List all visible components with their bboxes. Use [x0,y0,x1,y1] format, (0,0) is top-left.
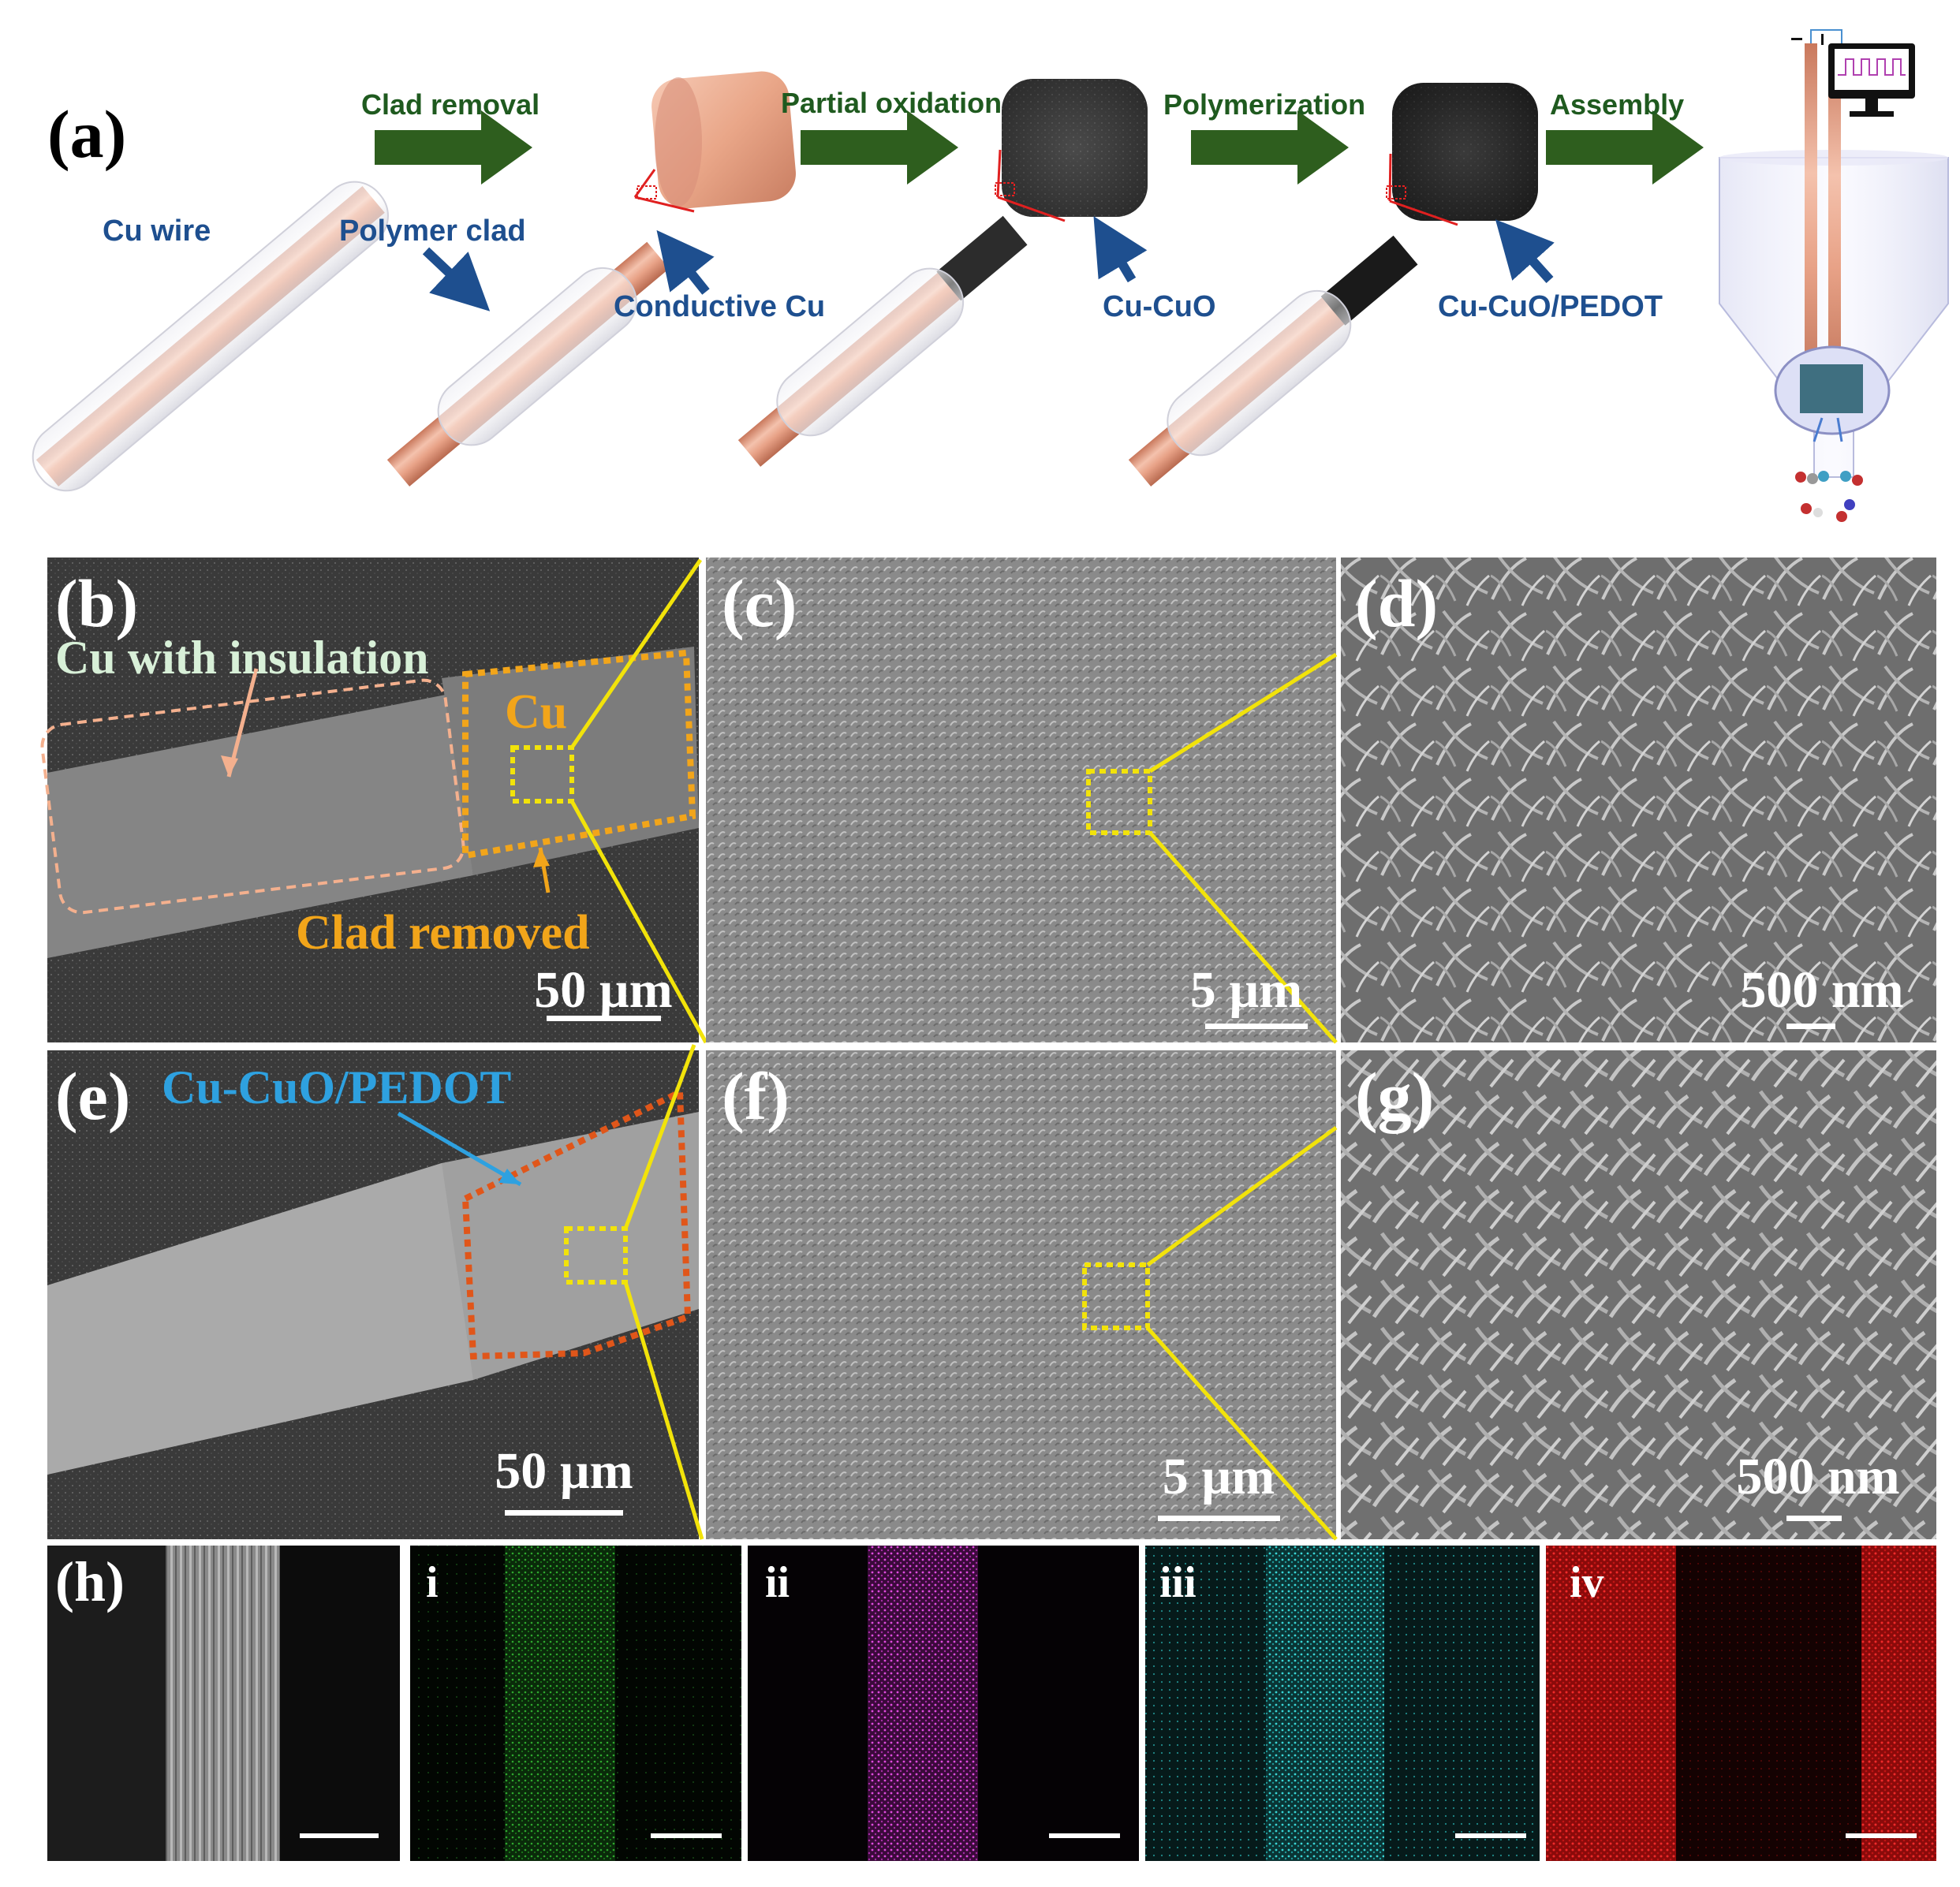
step-arrow-polymerization [1191,110,1349,185]
sem-image-f [706,1050,1338,1541]
label-cu: Cu [505,685,568,739]
label-cu-cuo-pedot-sem: Cu-CuO/PEDOT [162,1061,512,1113]
label-cu-wire: Cu wire [103,214,211,248]
monitor-icon [1791,29,1915,117]
sem-image-h [47,1546,400,1861]
conductive-cu-arrow [656,229,715,295]
label-polymer-clad: Polymer clad [339,214,526,248]
scalebar-label-b: 50 µm [534,961,673,1019]
eds-map-ii [748,1546,1139,1861]
step-arrow-assembly [1546,110,1704,185]
panel-letter-e: (e) [55,1058,131,1134]
panel-letter-h: (h) [55,1550,125,1613]
sem-image-c [706,558,1338,1044]
partially-oxidized-wire-illustration [737,215,1028,467]
sem-image-g [1341,1050,1936,1539]
eds-label-ii: ii [765,1558,790,1607]
polymer-clad-arrow [422,247,491,311]
eds-label-i: i [426,1558,439,1607]
step-label-assembly: Assembly [1550,88,1685,121]
step-arrow-clad-removal [375,110,532,185]
scalebar-label-f: 5 µm [1162,1448,1275,1505]
sem-image-e [47,1050,699,1539]
label-cu-with-insulation: Cu with insulation [55,632,429,684]
polymerized-wire-illustration [1128,235,1418,487]
panel-letter-d: (d) [1355,565,1439,641]
scalebar-label-c: 5 µm [1189,961,1303,1019]
panel-letter-g: (g) [1355,1058,1435,1134]
scalebar-label-g: 500 nm [1736,1448,1900,1505]
scalebar-label-e: 50 µm [495,1442,633,1500]
step-label-clad-removal: Clad removal [361,88,540,121]
eds-label-iv: iv [1570,1558,1604,1607]
clad-removed-wire-illustration [386,241,670,487]
scalebar-label-d: 500 nm [1740,961,1904,1019]
step-label-polymerization: Polymerization [1163,88,1366,121]
eds-map-i [410,1546,741,1861]
cu-cuo-pedot-sponge-illustration [1386,83,1538,226]
panel-letter-a: (a) [47,96,127,172]
panel-letter-c: (c) [722,565,797,641]
eds-map-iv [1546,1546,1936,1861]
step-label-partial-oxidation: Partial oxidation [781,87,1002,119]
label-conductive-cu: Conductive Cu [614,290,826,323]
panel-letter-b: (b) [55,565,139,641]
cu-wire-illustration [32,181,389,492]
cu-cuo-arrow [1093,216,1148,283]
panel-letter-f: (f) [722,1058,790,1134]
label-cu-cuo: Cu-CuO [1103,290,1216,323]
electrochemical-cell-illustration [1719,43,1949,522]
label-clad-removed: Clad removed [296,906,590,960]
sem-image-b [40,558,699,1042]
eds-map-iii [1145,1546,1540,1861]
cu-cuo-sponge-illustration [995,79,1148,222]
cu-cuo-pedot-arrow [1495,219,1555,284]
copper-cube-illustration [633,71,796,213]
eds-label-iii: iii [1159,1558,1197,1607]
step-arrow-partial-oxidation [801,110,958,185]
label-cu-cuo-pedot: Cu-CuO/PEDOT [1438,290,1663,323]
sem-image-d [1341,558,1936,1042]
